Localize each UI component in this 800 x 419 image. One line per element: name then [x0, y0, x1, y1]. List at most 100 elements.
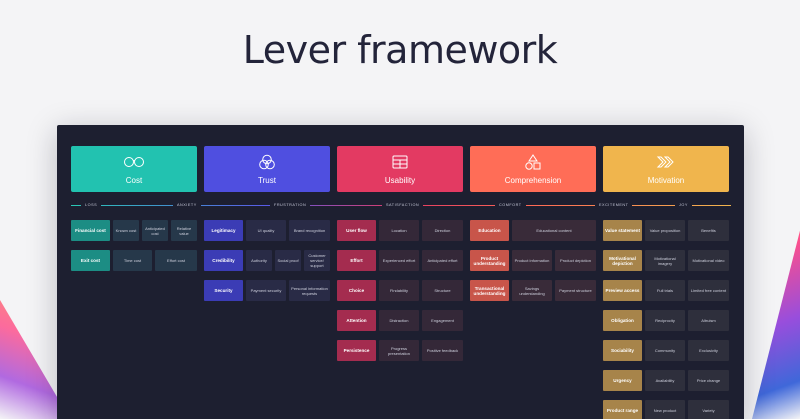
lever-item: Motivational video: [688, 250, 729, 271]
lever-item: Authority: [246, 250, 272, 271]
lever-item: Reciprocity: [645, 310, 685, 331]
lever-item: Structure: [422, 280, 463, 301]
lever-item: Engagement: [422, 310, 463, 331]
column-usability: User flow Location Direction Effort Expe…: [337, 220, 463, 370]
lever-item: Customer service/ support: [304, 250, 330, 271]
lever-item: Distraction: [379, 310, 419, 331]
lever-row: Security Payment security Personal infor…: [204, 280, 330, 301]
header-usability: Usability: [337, 146, 463, 192]
lever-row: User flow Location Direction: [337, 220, 463, 241]
lever-item: Positive feedback: [422, 340, 463, 361]
header-label: Comprehension: [504, 176, 562, 185]
lever-item: Payment structure: [555, 280, 596, 301]
lever-row: Obligation Reciprocity Altruism: [603, 310, 729, 331]
lever-item: Availability: [645, 370, 685, 391]
lever-lead: Motivational depiction: [603, 250, 642, 271]
lever-lead: Product understanding: [470, 250, 509, 271]
lever-item: Benefits: [688, 220, 729, 241]
lever-row: Value statement Value proposition Benefi…: [603, 220, 729, 241]
lever-lead: Effort: [337, 250, 376, 271]
lever-item: Altruism: [688, 310, 729, 331]
lever-lead: Product range: [603, 400, 642, 419]
lever-item: Effort cost: [155, 250, 197, 271]
lever-item: Brand recognition: [289, 220, 330, 241]
lever-lead: Financial cost: [71, 220, 110, 241]
header-cost: Cost: [71, 146, 197, 192]
lever-row: Motivational depiction Motivational imag…: [603, 250, 729, 271]
layout-grid-icon: [392, 153, 408, 171]
lever-row: Credibility Authority Social proof Custo…: [204, 250, 330, 271]
dimension-label: Frustration: [270, 202, 311, 209]
lever-item: Variety: [688, 400, 729, 419]
page-title: Lever framework: [242, 28, 558, 72]
dimension-label: Anxiety: [173, 202, 201, 209]
lever-lead: Persistence: [337, 340, 376, 361]
lever-lead: Exit cost: [71, 250, 110, 271]
lever-row: Legitimacy UI quality Brand recognition: [204, 220, 330, 241]
header-label: Motivation: [647, 176, 685, 185]
lever-lead: User flow: [337, 220, 376, 241]
lever-item: Time cost: [113, 250, 152, 271]
header-comprehension: Comprehension: [470, 146, 596, 192]
venn-circles-icon: [258, 153, 276, 171]
lever-item: Product depiction: [555, 250, 596, 271]
lever-row: Urgency Availability Price change: [603, 370, 729, 391]
lever-lead: Transactional understanding: [470, 280, 509, 301]
lever-row: Product range New product Variety: [603, 400, 729, 419]
lever-item: Product information: [512, 250, 552, 271]
lever-item: New product: [645, 400, 685, 419]
lever-lead: Credibility: [204, 250, 243, 271]
lever-lead: Choice: [337, 280, 376, 301]
lever-lead: Obligation: [603, 310, 642, 331]
lever-item: Progress presentation: [379, 340, 419, 361]
lever-lead: Value statement: [603, 220, 642, 241]
dimension-label: Loss: [81, 202, 102, 209]
lever-lead: Sociability: [603, 340, 642, 361]
shapes-icon: [524, 153, 542, 171]
lever-row: Attention Distraction Engagement: [337, 310, 463, 331]
lever-lead: Security: [204, 280, 243, 301]
lever-item: Experienced effort: [379, 250, 419, 271]
lever-lead: Preview access: [603, 280, 642, 301]
lever-row: Persistence Progress presentation Positi…: [337, 340, 463, 361]
lever-item: Payment security: [246, 280, 286, 301]
lever-item: Savings understanding: [512, 280, 552, 301]
header-label: Trust: [258, 176, 276, 185]
header-trust: Trust: [204, 146, 330, 192]
dimension-label: Comfort: [495, 202, 526, 209]
lever-item: Known cost: [113, 220, 139, 241]
lever-item: Value proposition: [645, 220, 685, 241]
lever-lead: Education: [470, 220, 509, 241]
lever-row: Sociability Community Exclusivity: [603, 340, 729, 361]
lever-item: Findability: [379, 280, 419, 301]
dimension-label: Excitement: [595, 202, 633, 209]
lever-item: Exclusivity: [688, 340, 729, 361]
lever-item: UI quality: [246, 220, 286, 241]
lever-item: Motivational imagery: [645, 250, 685, 271]
lever-item: Anticipated cost: [142, 220, 168, 241]
lever-lead: Attention: [337, 310, 376, 331]
lever-item: Full trials: [645, 280, 685, 301]
lever-row: Exit cost Time cost Effort cost: [71, 250, 197, 271]
lever-item: Relative value: [171, 220, 197, 241]
lever-row: Preview access Full trials Limited free …: [603, 280, 729, 301]
chevrons-right-icon: [656, 153, 676, 171]
lever-item: Social proof: [275, 250, 301, 271]
lever-item: Community: [645, 340, 685, 361]
dimension-label: Joy: [675, 202, 692, 209]
lever-row: Transactional understanding Savings unde…: [470, 280, 596, 301]
lever-item: Educational content: [512, 220, 596, 241]
header-motivation: Motivation: [603, 146, 729, 192]
lever-lead: Legitimacy: [204, 220, 243, 241]
column-motivation: Value statement Value proposition Benefi…: [603, 220, 729, 419]
lever-item: Limited free content: [688, 280, 729, 301]
lever-item: Direction: [422, 220, 463, 241]
lever-row: Effort Experienced effort Anticipated ef…: [337, 250, 463, 271]
lever-row: Education Educational content: [470, 220, 596, 241]
dimension-label: Satisfaction: [382, 202, 424, 209]
lever-item: Personal information requests: [289, 280, 330, 301]
lever-row: Choice Findability Structure: [337, 280, 463, 301]
column-comprehension: Education Educational content Product un…: [470, 220, 596, 310]
column-trust: Legitimacy UI quality Brand recognition …: [204, 220, 330, 310]
lever-item: Anticipated effort: [422, 250, 463, 271]
